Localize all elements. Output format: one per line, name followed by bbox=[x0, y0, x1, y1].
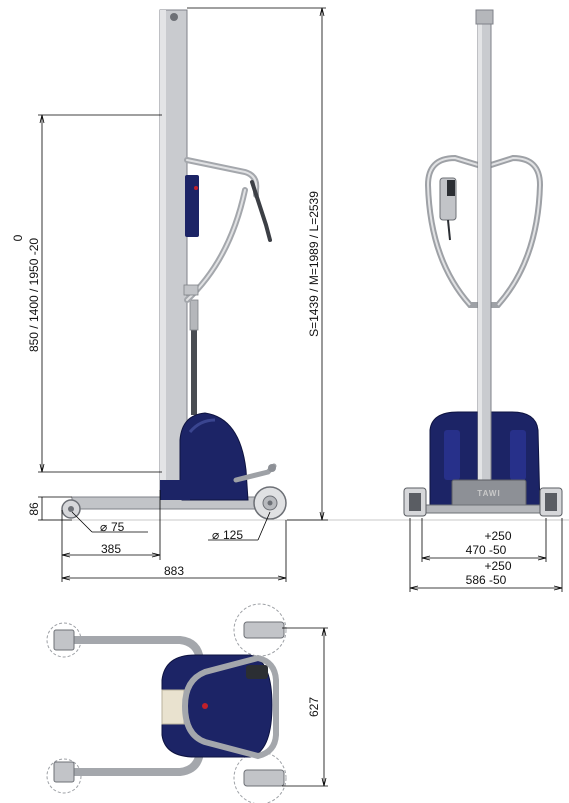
side-dimensions bbox=[38, 7, 328, 582]
large-wheel-label: 125 bbox=[223, 528, 243, 542]
diameter-symbol: ⌀ bbox=[100, 520, 107, 534]
front-dimensions bbox=[409, 518, 563, 592]
front-reach-label: 385 bbox=[101, 542, 121, 556]
gas-spring bbox=[191, 325, 197, 415]
front-dimension-labels: +250 470 -50 +250 586 -50 bbox=[466, 529, 512, 587]
control-box bbox=[185, 175, 199, 237]
side-view bbox=[61, 9, 287, 520]
top-dimensions bbox=[282, 627, 328, 787]
inner-width-label: 470 -50 bbox=[466, 543, 507, 557]
top-width-label: 627 bbox=[307, 697, 321, 717]
outer-width-tol: +250 bbox=[484, 559, 511, 573]
base-height-label: 86 bbox=[27, 502, 41, 516]
top-handle bbox=[181, 654, 279, 760]
mast-height-label: S=1439 / M=1989 / L=2539 bbox=[307, 191, 321, 337]
total-length-label: 883 bbox=[164, 564, 184, 578]
side-battery-housing bbox=[179, 412, 249, 501]
inner-width-tol: +250 bbox=[484, 529, 511, 543]
outer-width-label: 586 -50 bbox=[466, 573, 507, 587]
diameter-symbol: ⌀ bbox=[212, 528, 219, 542]
lift-range-label: 850 / 1400 / 1950 -20 bbox=[27, 238, 41, 352]
brand-logo: TAWI bbox=[477, 489, 500, 498]
top-view bbox=[46, 603, 287, 803]
front-view: TAWI bbox=[403, 9, 563, 517]
lift-top-label: 0 bbox=[11, 234, 25, 241]
side-dimension-labels: S=1439 / M=1989 / L=2539 0 850 / 1400 / … bbox=[11, 191, 321, 578]
small-wheel-label: 75 bbox=[111, 520, 125, 534]
